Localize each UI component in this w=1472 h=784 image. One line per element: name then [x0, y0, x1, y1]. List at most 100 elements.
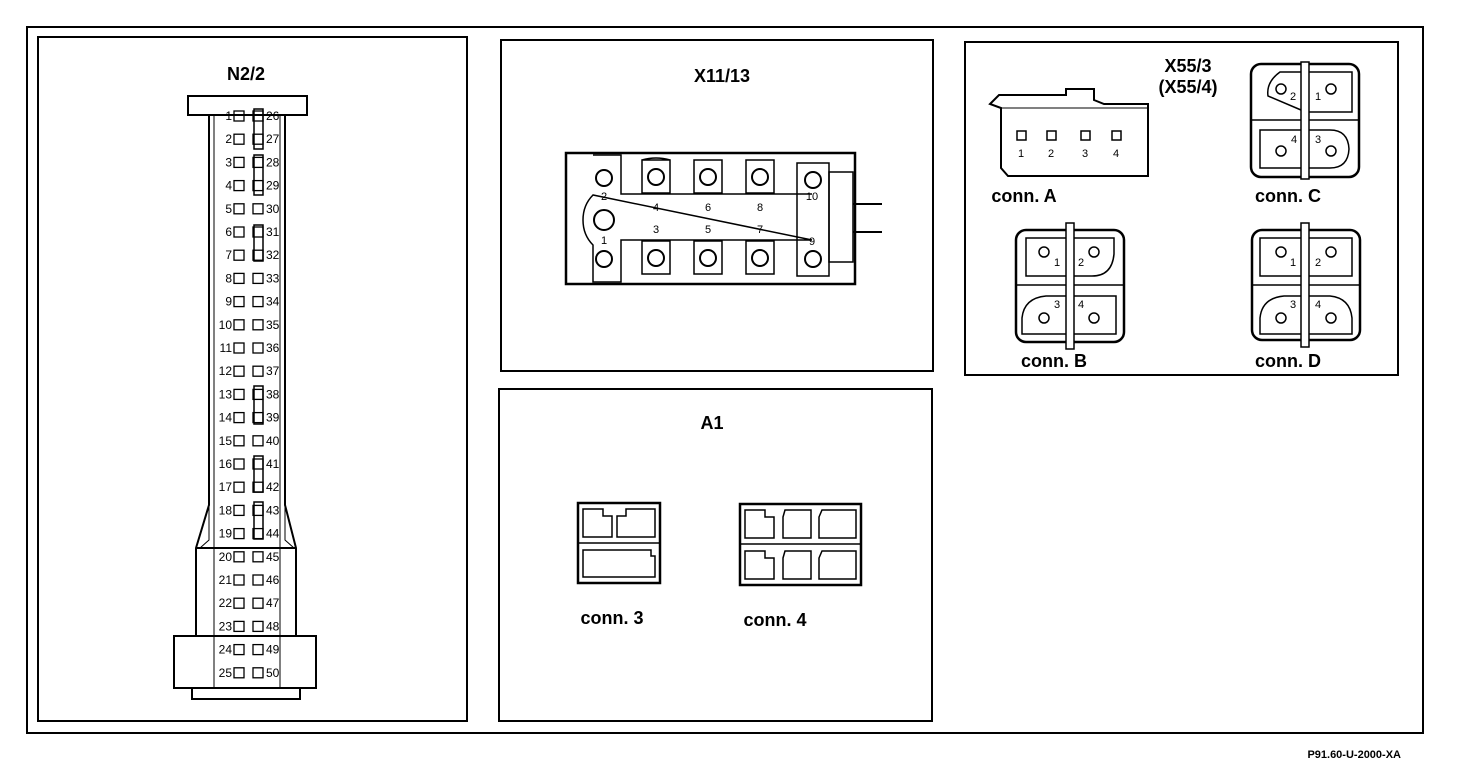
conn-d-label: conn. D: [1255, 351, 1321, 371]
n22-pin-left-cavity: [233, 458, 245, 470]
conn-c-label: conn. C: [1255, 186, 1321, 206]
conn-c-pin-4: 4: [1291, 134, 1297, 146]
n22-pin-left-cavity: [233, 504, 245, 517]
n22-pin-row: 2 27: [225, 132, 279, 146]
n22-pin-right-label: 43: [266, 503, 280, 517]
x1113-connector: [564, 151, 882, 286]
conn-a-label: conn. A: [991, 186, 1056, 206]
n22-pin-left-label: 1: [225, 109, 232, 123]
n22-pin-right-label: 35: [266, 318, 280, 332]
n22-pin-left-cavity: [233, 226, 245, 238]
n22-pin-right-cavity: [252, 226, 264, 238]
n22-connector: [173, 95, 317, 700]
x553-conn-c: [1249, 61, 1361, 180]
n22-pin-right-label: 48: [266, 619, 280, 633]
conn-d-pin-4: 4: [1315, 299, 1321, 311]
n22-title: N2/2: [227, 64, 265, 84]
conn-b-pin-2: 2: [1078, 257, 1084, 269]
panel-x553: [964, 41, 1399, 376]
n22-pin-right-cavity: [252, 388, 264, 401]
n22-pin-left-cavity: [233, 179, 245, 192]
conn-d-pin-2: 2: [1315, 257, 1321, 269]
x1113-pin-3: 3: [653, 224, 659, 236]
conn-d-pin-3: 3: [1290, 299, 1296, 311]
n22-pin-right-cavity: [252, 156, 264, 169]
n22-pin-right-label: 44: [266, 527, 280, 541]
x1113-pin-9: 9: [809, 236, 815, 248]
x1113-pin-10: 10: [806, 191, 818, 203]
n22-pin-left-cavity: [233, 295, 245, 308]
n22-pin-right-label: 30: [266, 202, 280, 216]
n22-pin-right-cavity: [252, 435, 264, 447]
x1113-pin-6: 6: [705, 202, 711, 214]
n22-pin-left-cavity: [233, 365, 245, 377]
conn-d-pin-1: 1: [1290, 257, 1296, 269]
conn-a-pin-2: 2: [1048, 148, 1054, 160]
conn-b-pin-1: 1: [1054, 257, 1060, 269]
x553-conn-a-pins: 1 2 3 4: [1018, 148, 1119, 160]
n22-pin-right-label: 41: [266, 457, 280, 471]
x1113-pin-2: 2: [601, 191, 607, 203]
a1-conn3-label: conn. 3: [580, 608, 643, 628]
n22-pin-right-label: 27: [266, 132, 280, 146]
a1-conn4: [738, 502, 863, 587]
n22-pin-right-label: 32: [266, 248, 280, 262]
n22-pin-left-cavity: [233, 574, 245, 586]
n22-pin-right-label: 49: [266, 643, 280, 657]
conn-c-pin-1: 1: [1315, 91, 1321, 103]
conn-c-pin-3: 3: [1315, 134, 1321, 146]
x553-conn-b-pins: 1 2 3 4: [1054, 257, 1084, 311]
n22-pin-right-label: 29: [266, 179, 280, 193]
n22-pin-left-label: 25: [219, 666, 233, 680]
n22-pin-right-label: 36: [266, 341, 280, 355]
n22-bridges: [253, 108, 264, 540]
n22-pin-right-cavity: [252, 667, 264, 679]
n22-pin-right-label: 39: [266, 411, 280, 425]
n22-pin-right-cavity: [252, 597, 264, 609]
n22-pin-left-label: 14: [219, 411, 233, 425]
n22-pin-right-cavity: [252, 574, 264, 586]
n22-pin-right-label: 28: [266, 155, 280, 169]
n22-pin-right-label: 45: [266, 550, 280, 564]
x553-title: X55/3: [1164, 56, 1211, 76]
n22-pin-left-label: 2: [225, 132, 232, 146]
x1113-pin-4: 4: [653, 202, 659, 214]
n22-pin-right-cavity: [252, 179, 264, 192]
n22-pin-left-cavity: [233, 411, 245, 424]
n22-pin-left-cavity: [233, 667, 245, 679]
n22-pin-right-cavity: [252, 203, 264, 215]
n22-pin-left-cavity: [233, 551, 245, 563]
panel-x1113: [500, 39, 934, 372]
outer-frame: [26, 26, 1424, 734]
panel-n22: [37, 36, 468, 722]
conn-c-pin-2: 2: [1290, 91, 1296, 103]
n22-pin-right-label: 31: [266, 225, 280, 239]
n22-pin-left-label: 23: [219, 619, 233, 633]
n22-pin-right-label: 47: [266, 596, 280, 610]
n22-pin-left-cavity: [233, 342, 245, 354]
n22-pin-left-label: 20: [219, 550, 233, 564]
n22-pin-right-label: 38: [266, 387, 280, 401]
n22-pin-left-cavity: [233, 481, 245, 493]
n22-pin-left-label: 15: [219, 434, 233, 448]
n22-pin-right-cavity: [252, 620, 264, 633]
x553-title-alt: (X55/4): [1158, 77, 1217, 97]
n22-pin-left-cavity: [233, 203, 245, 215]
n22-pin-right-cavity: [252, 272, 264, 285]
n22-pin-left-cavity: [233, 133, 245, 145]
